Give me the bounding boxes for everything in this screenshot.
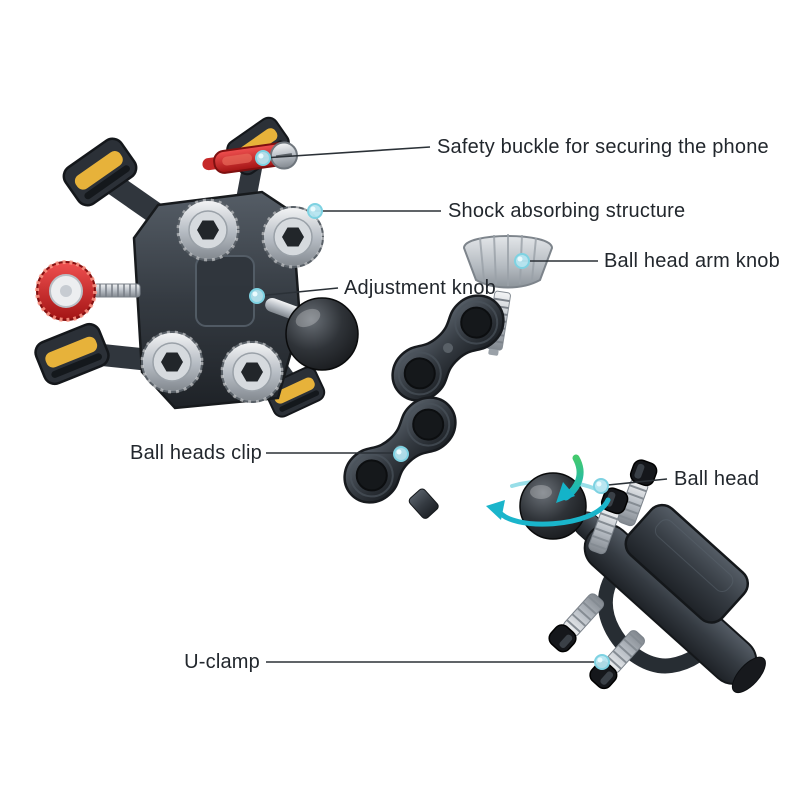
label-ball-head-arm-knob: Ball head arm knob	[604, 250, 780, 272]
phone-holder	[30, 113, 359, 421]
callout-dot	[593, 478, 609, 494]
leader-line-adjustment-knob	[256, 287, 339, 297]
ball-joint	[265, 297, 359, 371]
safety-buckle	[202, 141, 298, 174]
label-ball-head: Ball head	[674, 468, 760, 490]
leader-line-safety-buckle	[262, 146, 431, 159]
leader-line-ball-head	[607, 478, 668, 486]
clip-stem	[408, 488, 439, 519]
clamp-bolt	[544, 588, 609, 656]
red-dial	[35, 260, 97, 322]
phone-grip-bottom-left	[30, 319, 114, 389]
callout-dot	[514, 253, 530, 269]
shock-roller	[176, 198, 240, 262]
label-u-clamp: U-clamp	[184, 651, 260, 673]
rotation-arrows-icon	[486, 454, 611, 527]
arm-knob-assembly	[462, 234, 554, 356]
leader-lines	[256, 146, 668, 663]
callout-dot	[255, 150, 271, 166]
u-clamp	[544, 503, 766, 694]
label-ball-heads-clip: Ball heads clip	[130, 442, 262, 464]
label-safety-buckle: Safety buckle for securing the phone	[437, 136, 769, 158]
label-adjustment-knob: Adjustment knob	[344, 277, 496, 299]
shock-roller	[140, 330, 204, 394]
callout-dot	[594, 654, 610, 670]
label-shock-absorbing: Shock absorbing structure	[448, 200, 686, 222]
callout-dot	[307, 203, 323, 219]
callout-dot	[249, 288, 265, 304]
shock-roller	[220, 340, 284, 404]
adjustment-screw	[93, 283, 141, 298]
arm-knob	[462, 234, 554, 289]
callout-dots	[249, 150, 610, 670]
callout-dot	[393, 446, 409, 462]
